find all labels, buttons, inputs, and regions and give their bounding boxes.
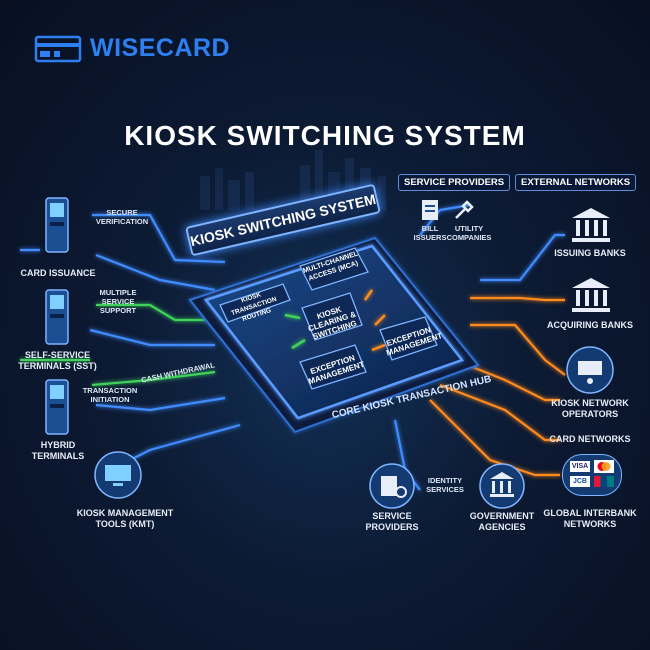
label-multiple-service: MULTIPLE SERVICE SUPPORT [99, 288, 137, 315]
bank-icon [572, 278, 610, 312]
kiosk-icon [45, 197, 69, 253]
label-acquiring-banks: ACQUIRING BANKS [546, 320, 633, 330]
government-building-icon [479, 463, 525, 509]
wisecard-logo-mark [34, 35, 82, 62]
wrench-icon [455, 200, 474, 219]
label-government-agencies: GOVERNMENT AGENCIES [469, 511, 535, 532]
label-bill-issuers: BILL ISSUERS [413, 224, 447, 242]
label-card-issuance: CARD ISSUANCE [20, 268, 96, 278]
visa-logo: VISA [570, 461, 590, 472]
left-connections [20, 213, 241, 471]
label-kiosk-network-operators: KIOSK NETWORK OPERATORS [551, 398, 629, 419]
label-external-networks: EXTERNAL NETWORKS [515, 174, 637, 191]
bank-icon [572, 208, 610, 242]
label-issuing-banks: ISSUING BANKS [554, 248, 626, 258]
label-hybrid-terminals: HYBRID TERMINALS [31, 440, 85, 461]
jcb-logo: JCB [570, 476, 590, 487]
label-service-providers-bottom: SERVICE PROVIDERS [365, 511, 419, 532]
label-self-service-terminals: SELF-SERVICE TERMINALS (SST) [18, 350, 97, 371]
network-operator-icon [566, 346, 614, 394]
card-brand-logos: VISA JCB [562, 454, 622, 496]
bill-document-icon [422, 200, 438, 220]
label-service-providers-top: SERVICE PROVIDERS [398, 174, 511, 191]
service-provider-icon [369, 463, 415, 509]
self-service-terminal-icon [45, 289, 69, 345]
hybrid-terminal-icon [45, 379, 69, 435]
brand-logo: WISECARD [34, 34, 230, 63]
label-card-networks: CARD NETWORKS [549, 434, 631, 444]
platform-modules [219, 247, 438, 390]
management-tools-icon [94, 451, 142, 499]
label-secure-verification: SECURE VERIFICATION [95, 208, 149, 226]
platform-arrows [284, 289, 386, 352]
label-identity-services: IDENTITY SERVICES [426, 476, 464, 494]
label-global-interbank: GLOBAL INTERBANK NETWORKS [543, 508, 637, 529]
mastercard-logo [594, 460, 614, 473]
label-transaction-initiation: TRANSACTION INITIATION [82, 386, 138, 404]
label-kiosk-management-tools: KIOSK MANAGEMENT TOOLS (KMT) [76, 508, 174, 529]
unionpay-logo [594, 476, 614, 487]
brand-name: WISECARD [90, 34, 231, 62]
label-utility-companies: UTILITY COMPANIES [446, 224, 492, 242]
page-title: KIOSK SWITCHING SYSTEM [124, 120, 526, 151]
